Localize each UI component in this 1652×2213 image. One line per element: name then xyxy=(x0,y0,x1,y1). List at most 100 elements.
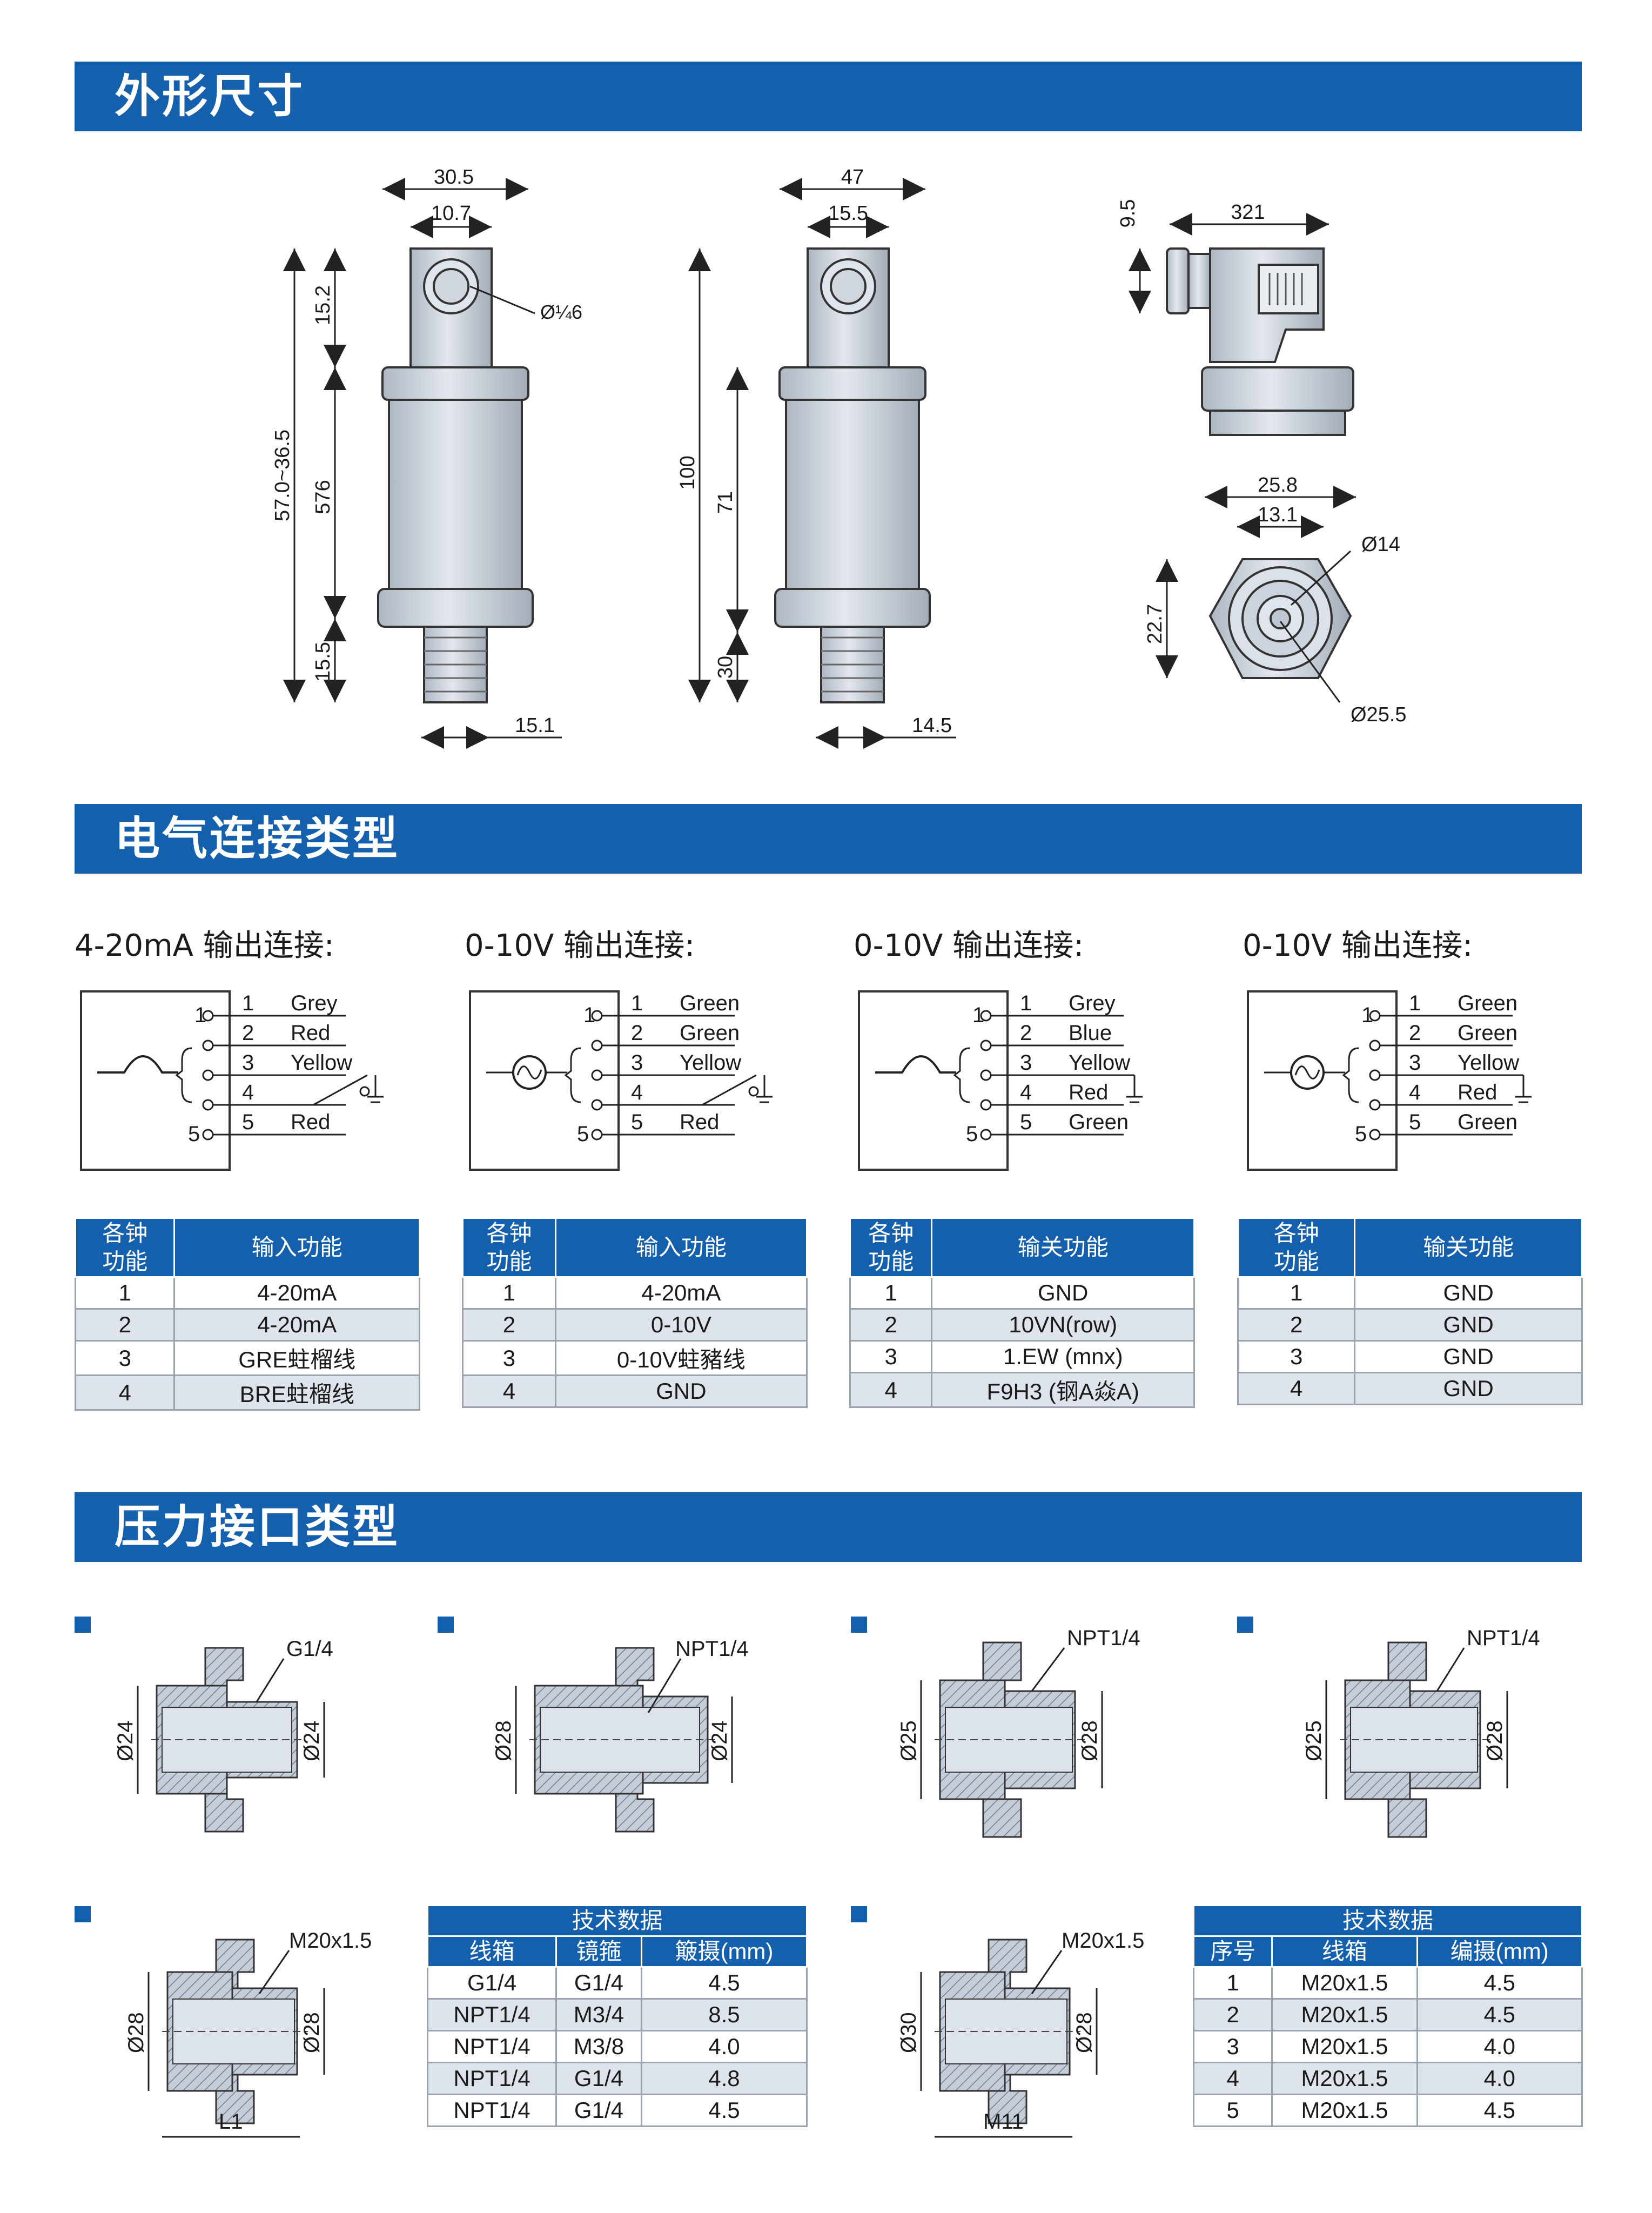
dim-c-height: 9.5 xyxy=(1117,199,1139,228)
svg-text:5: 5 xyxy=(966,1122,978,1146)
svg-text:1: 1 xyxy=(1409,991,1421,1015)
dim-a-h1: 15.2 xyxy=(312,285,334,325)
svg-text:Green: Green xyxy=(1458,991,1517,1015)
svg-text:G1/4: G1/4 xyxy=(286,1637,333,1661)
svg-text:Ø24: Ø24 xyxy=(113,1720,137,1761)
dim-a-width2: 10.7 xyxy=(431,202,471,225)
svg-text:1: 1 xyxy=(1361,1003,1373,1027)
svg-text:Green: Green xyxy=(1458,1110,1517,1134)
sensor-drawing-b xyxy=(774,247,931,703)
bullet-3 xyxy=(851,1617,867,1633)
svg-text:3: 3 xyxy=(242,1051,254,1075)
svg-text:Ø28: Ø28 xyxy=(492,1720,515,1761)
dim-a-diameter: Ø¼6 xyxy=(540,301,582,323)
svg-text:Ø24: Ø24 xyxy=(708,1720,731,1761)
svg-text:5: 5 xyxy=(1020,1110,1032,1134)
svg-text:Yellow: Yellow xyxy=(291,1051,352,1075)
bullet-2 xyxy=(438,1617,454,1633)
svg-text:Green: Green xyxy=(1458,1021,1517,1045)
dim-d-height: 22.7 xyxy=(1144,604,1166,644)
bullet-5 xyxy=(75,1906,91,1922)
svg-text:Yellow: Yellow xyxy=(1458,1051,1519,1075)
dim-d-diameter1: Ø14 xyxy=(1361,533,1400,556)
current-source-symbol xyxy=(97,1055,178,1074)
dim-a-width: 30.5 xyxy=(434,166,474,189)
svg-text:2: 2 xyxy=(242,1021,254,1045)
dim-d-diameter2: Ø25.5 xyxy=(1351,703,1407,726)
dim-d-width2: 13.1 xyxy=(1258,504,1298,526)
svg-text:Ø28: Ø28 xyxy=(1483,1720,1507,1761)
svg-text:1: 1 xyxy=(194,1003,206,1027)
svg-text:3: 3 xyxy=(1020,1051,1032,1075)
bullet-4 xyxy=(1237,1617,1253,1633)
dim-c-width: 321 xyxy=(1231,201,1265,224)
port-drawing-3: NPT1/4 Ø25 Ø28 xyxy=(897,1626,1140,1838)
bullet-1 xyxy=(75,1617,91,1633)
svg-text:Red: Red xyxy=(1069,1081,1108,1104)
svg-text:Ø25: Ø25 xyxy=(1302,1720,1326,1761)
svg-text:5: 5 xyxy=(242,1110,254,1134)
svg-text:2: 2 xyxy=(1020,1021,1032,1045)
svg-text:M11: M11 xyxy=(983,2110,1024,2134)
port-drawing-4: NPT1/4 Ø25 Ø28 xyxy=(1302,1626,1540,1838)
connection-title-2: 0-10V 输出连接: xyxy=(465,928,695,963)
svg-text:5: 5 xyxy=(188,1122,200,1146)
svg-text:4: 4 xyxy=(631,1081,643,1104)
section-header-electrical: 电气连接类型 xyxy=(75,804,1582,874)
svg-text:4: 4 xyxy=(1409,1081,1421,1104)
svg-text:3: 3 xyxy=(631,1051,643,1075)
port-drawing-1: G1/4 Ø24 Ø24 xyxy=(113,1637,333,1833)
svg-text:M20x1.5: M20x1.5 xyxy=(1062,1929,1144,1953)
svg-text:L1: L1 xyxy=(219,2110,243,2134)
svg-text:4: 4 xyxy=(1020,1081,1032,1104)
svg-text:Green: Green xyxy=(680,991,740,1015)
svg-text:Grey: Grey xyxy=(291,991,338,1015)
svg-text:Yellow: Yellow xyxy=(1069,1051,1130,1075)
svg-text:Red: Red xyxy=(680,1110,719,1134)
svg-text:Green: Green xyxy=(680,1021,740,1045)
svg-text:4: 4 xyxy=(242,1081,254,1104)
dim-a-bottom: 15.1 xyxy=(515,714,555,737)
svg-text:Ø25: Ø25 xyxy=(897,1720,921,1761)
sensor-drawing-a xyxy=(377,247,534,703)
section-header-pressure: 压力接口类型 xyxy=(75,1492,1582,1562)
dim-b-bottom: 14.5 xyxy=(912,714,952,737)
svg-text:Blue: Blue xyxy=(1069,1021,1112,1045)
svg-text:Green: Green xyxy=(1069,1110,1129,1134)
svg-text:1: 1 xyxy=(583,1003,595,1027)
dim-b-width: 47 xyxy=(841,166,864,189)
dim-b-width2: 15.5 xyxy=(828,202,868,225)
svg-text:5: 5 xyxy=(1355,1122,1367,1146)
connection-title-3: 0-10V 输出连接: xyxy=(854,928,1084,963)
svg-text:Red: Red xyxy=(291,1021,330,1045)
dim-b-h3: 30 xyxy=(714,656,737,679)
svg-text:Ø30: Ø30 xyxy=(897,2012,921,2053)
svg-text:Red: Red xyxy=(1458,1081,1497,1104)
section-header-dimensions: 外形尺寸 xyxy=(75,62,1582,131)
sensor-drawing-c xyxy=(1166,247,1354,436)
svg-text:1: 1 xyxy=(631,991,643,1015)
port-drawing-6: M20x1.5 Ø30 Ø28 M11 xyxy=(897,1929,1144,2138)
port-drawing-5: M20x1.5 Ø28 Ø28 L1 xyxy=(124,1929,372,2138)
pressure-port-drawings: G1/4 Ø24 Ø24 NPT1/4 Ø28 Ø24 xyxy=(113,1626,1540,2138)
svg-text:1: 1 xyxy=(242,991,254,1015)
dim-a-h3: 15.5 xyxy=(312,642,334,682)
svg-text:3: 3 xyxy=(1409,1051,1421,1075)
svg-text:Ø24: Ø24 xyxy=(300,1720,324,1761)
dim-a-h2: 576 xyxy=(312,480,334,514)
svg-text:Ø28: Ø28 xyxy=(1078,1720,1102,1761)
svg-text:2: 2 xyxy=(631,1021,643,1045)
svg-text:NPT1/4: NPT1/4 xyxy=(675,1637,749,1661)
svg-text:Ø28: Ø28 xyxy=(300,2012,324,2053)
port-drawing-2: NPT1/4 Ø28 Ø24 xyxy=(492,1637,749,1833)
svg-text:Yellow: Yellow xyxy=(680,1051,741,1075)
svg-text:Ø28: Ø28 xyxy=(1072,2012,1096,2053)
